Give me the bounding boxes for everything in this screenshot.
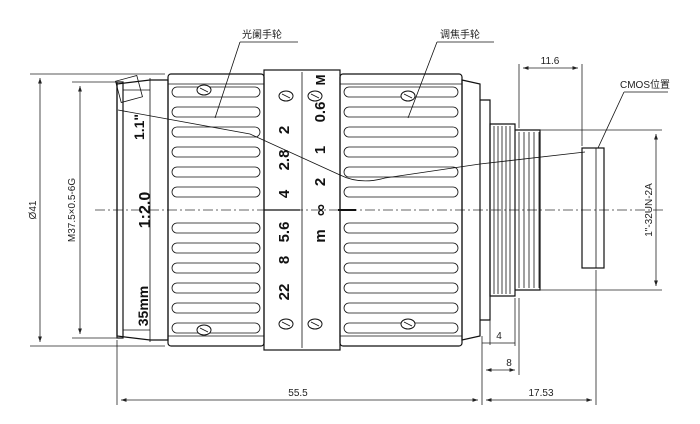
mount-thread-label: 1"-32UN-2A bbox=[644, 183, 655, 237]
mount-thread-section bbox=[489, 123, 516, 297]
aperture-ring-knurl bbox=[168, 83, 264, 337]
rear-body bbox=[461, 79, 481, 341]
aperture-ring-callout: 光阑手轮 bbox=[242, 28, 282, 41]
screw-icon bbox=[307, 318, 323, 330]
focus-ring-knurl bbox=[340, 83, 462, 337]
dimension-lines: Ø41 M37.5×0.5-6G 11.6 1"-32UN-2A 4 8 bbox=[28, 56, 662, 405]
aperture-scale-value: 8 bbox=[276, 256, 293, 264]
callouts: 光阑手轮 调焦手轮 CMOS位置 bbox=[117, 28, 670, 182]
front-ring-edge bbox=[116, 81, 124, 339]
screw-icon bbox=[400, 90, 416, 102]
focal-length-marking: 35mm bbox=[135, 286, 151, 326]
distance-scale-value: ∞ bbox=[311, 204, 330, 216]
screw-icon bbox=[278, 90, 294, 102]
focus-ring-callout: 调焦手轮 bbox=[440, 28, 480, 41]
step-8-label: 8 bbox=[506, 358, 512, 369]
overall-length-label: 55.5 bbox=[288, 388, 308, 399]
diameter-label: Ø41 bbox=[28, 200, 39, 219]
mount-thread-lines bbox=[493, 126, 540, 294]
top-width-label: 11.6 bbox=[541, 56, 560, 67]
ring-symbol: M bbox=[313, 75, 328, 86]
distance-scale: 0.6 1 2 ∞ m M bbox=[311, 75, 330, 243]
format-marking: 1.1" bbox=[131, 114, 147, 140]
screw-icon bbox=[278, 318, 294, 330]
screw-icon bbox=[307, 90, 323, 102]
step-4-label: 4 bbox=[496, 331, 502, 342]
ring-screws bbox=[196, 84, 416, 336]
cmos-position-callout: CMOS位置 bbox=[620, 78, 670, 91]
aperture-ratio-marking: 1:2.0 bbox=[137, 192, 154, 229]
screw-icon bbox=[196, 84, 212, 96]
distance-scale-value: 1 bbox=[312, 146, 329, 154]
distance-scale-value: m bbox=[312, 229, 329, 242]
aperture-scale-value: 5.6 bbox=[276, 222, 293, 243]
cmos-sensor bbox=[581, 147, 605, 269]
lens-markings: 1.1" 1:2.0 35mm 2 2.8 4 5.6 8 22 0.6 1 2… bbox=[131, 75, 356, 326]
distance-scale-value: 0.6 bbox=[312, 102, 329, 123]
aperture-scale-value: 2 bbox=[276, 126, 293, 134]
distance-scale-value: 2 bbox=[312, 178, 329, 186]
screw-icon bbox=[196, 324, 212, 336]
aperture-scale-value: 4 bbox=[276, 189, 293, 198]
flange-distance-label: 17.53 bbox=[528, 388, 553, 399]
light-ray bbox=[117, 109, 586, 182]
aperture-scale-value: 2.8 bbox=[276, 150, 293, 171]
aperture-scale-value: 22 bbox=[276, 284, 293, 301]
aperture-scale: 2 2.8 4 5.6 8 22 bbox=[276, 126, 293, 301]
screw-icon bbox=[400, 318, 416, 330]
front-thread-label: M37.5×0.5-6G bbox=[67, 178, 78, 242]
